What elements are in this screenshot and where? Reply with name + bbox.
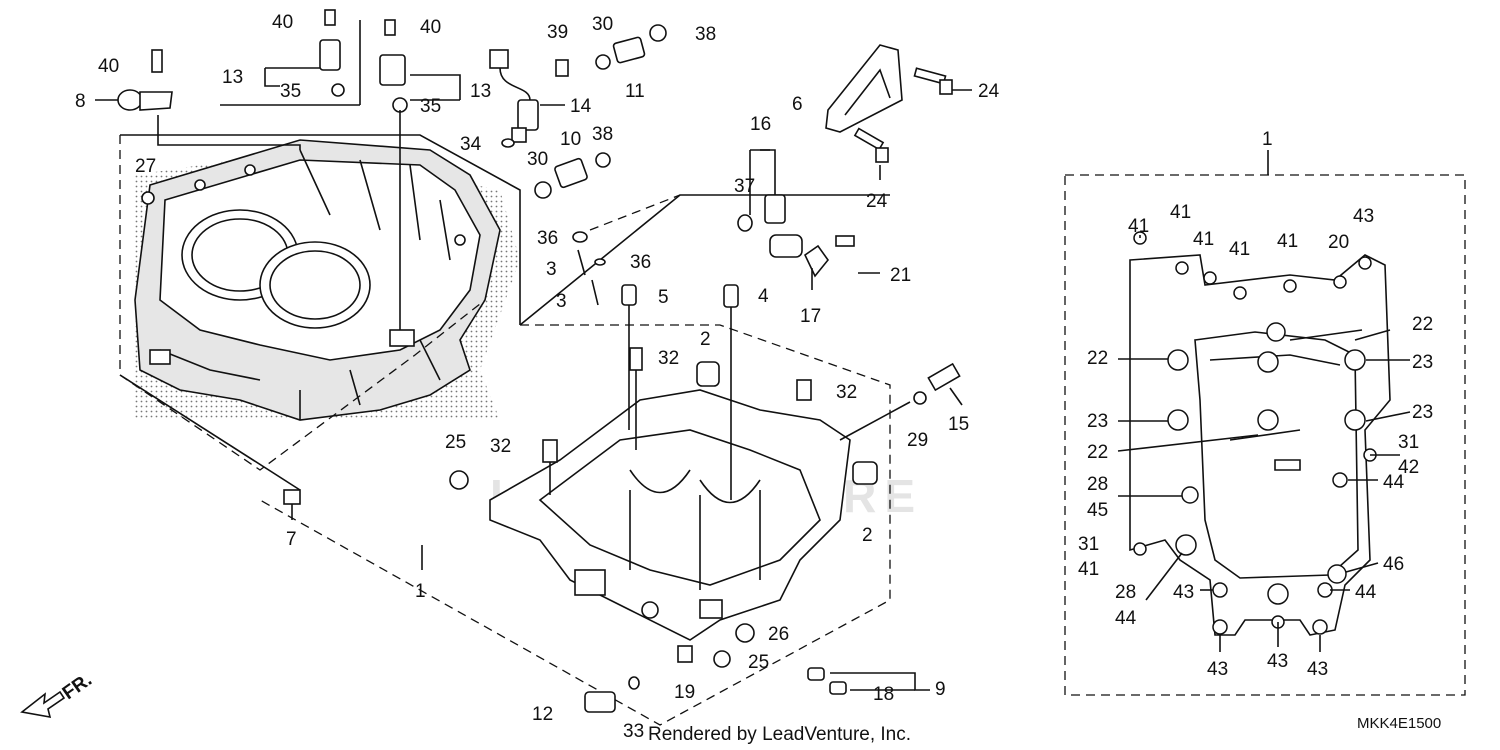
part-labels: 40 40 40 13 35 8 27 35 13 39 30 38 14 11… bbox=[59, 12, 1441, 745]
label-13b: 13 bbox=[470, 81, 491, 102]
footer-text: Rendered by LeadVenture, Inc. bbox=[648, 724, 911, 745]
label-r28b: 28 bbox=[1115, 582, 1136, 603]
label-35b: 35 bbox=[420, 96, 441, 117]
label-r31a: 31 bbox=[1398, 432, 1419, 453]
label-36b: 36 bbox=[630, 252, 651, 273]
label-r43e: 43 bbox=[1307, 659, 1328, 680]
label-14: 14 bbox=[570, 96, 592, 117]
bolt-layout-case bbox=[1129, 231, 1391, 636]
label-4: 4 bbox=[758, 286, 769, 307]
label-r43c: 43 bbox=[1207, 659, 1228, 680]
front-arrow-label: FR. bbox=[59, 669, 96, 704]
label-34: 34 bbox=[460, 134, 482, 155]
label-11: 11 bbox=[625, 81, 645, 102]
sensor-14 bbox=[489, 49, 565, 143]
label-r41a: 41 bbox=[1128, 216, 1149, 237]
label-18: 18 bbox=[873, 684, 894, 705]
label-r44b: 44 bbox=[1115, 608, 1137, 629]
label-32b: 32 bbox=[836, 382, 857, 403]
label-r28a: 28 bbox=[1087, 474, 1108, 495]
label-10: 10 bbox=[560, 129, 581, 150]
label-27: 27 bbox=[135, 156, 156, 177]
upper-crankcase bbox=[134, 139, 520, 421]
label-7: 7 bbox=[286, 529, 297, 550]
label-40a: 40 bbox=[272, 12, 293, 33]
label-39: 39 bbox=[547, 22, 568, 43]
label-3a: 3 bbox=[546, 259, 557, 280]
label-36a: 36 bbox=[537, 228, 558, 249]
diagram-code: MKK4E1500 bbox=[1357, 715, 1441, 732]
label-r20: 20 bbox=[1328, 232, 1349, 253]
label-3b: 3 bbox=[556, 291, 567, 312]
label-r44c: 44 bbox=[1355, 582, 1377, 603]
label-13a: 13 bbox=[222, 67, 243, 88]
label-35a: 35 bbox=[280, 81, 301, 102]
label-30b: 30 bbox=[527, 149, 548, 170]
label-12: 12 bbox=[532, 704, 553, 725]
label-21: 21 bbox=[890, 265, 911, 286]
label-r31b: 31 bbox=[1078, 534, 1099, 555]
label-r23b: 23 bbox=[1087, 411, 1108, 432]
label-2b: 2 bbox=[862, 525, 873, 546]
label-38a: 38 bbox=[695, 24, 716, 45]
label-1b: 1 bbox=[1262, 129, 1273, 150]
label-r41e: 41 bbox=[1277, 231, 1298, 252]
label-r22b: 22 bbox=[1087, 348, 1108, 369]
label-r42: 42 bbox=[1398, 457, 1419, 478]
label-26: 26 bbox=[768, 624, 789, 645]
label-37: 37 bbox=[734, 176, 755, 197]
label-2a: 2 bbox=[700, 329, 711, 350]
label-r41f: 41 bbox=[1078, 559, 1099, 580]
label-1a: 1 bbox=[415, 581, 426, 602]
label-32c: 32 bbox=[490, 436, 511, 457]
gasket-6 bbox=[825, 44, 903, 133]
label-38b: 38 bbox=[592, 124, 613, 145]
bolt-layout-frame bbox=[1064, 174, 1466, 696]
label-16: 16 bbox=[750, 114, 771, 135]
label-30a: 30 bbox=[592, 14, 613, 35]
label-17: 17 bbox=[800, 306, 821, 327]
label-r23a: 23 bbox=[1412, 352, 1433, 373]
label-r22a: 22 bbox=[1412, 314, 1433, 335]
label-r43a: 43 bbox=[1353, 206, 1374, 227]
label-32a: 32 bbox=[658, 348, 679, 369]
label-r23c: 23 bbox=[1412, 402, 1433, 423]
label-24b: 24 bbox=[866, 191, 888, 212]
label-r41c: 41 bbox=[1193, 229, 1214, 250]
label-33: 33 bbox=[623, 721, 644, 742]
label-r45: 45 bbox=[1087, 500, 1108, 521]
label-19: 19 bbox=[674, 682, 695, 703]
label-r46: 46 bbox=[1383, 554, 1404, 575]
label-r44a: 44 bbox=[1383, 472, 1405, 493]
label-9: 9 bbox=[935, 679, 946, 700]
label-r43d: 43 bbox=[1267, 651, 1288, 672]
label-5: 5 bbox=[658, 287, 669, 308]
bracket-8 bbox=[117, 49, 301, 150]
label-r41d: 41 bbox=[1229, 239, 1250, 260]
label-29: 29 bbox=[907, 430, 928, 451]
label-r43b: 43 bbox=[1173, 582, 1194, 603]
label-r41b: 41 bbox=[1170, 202, 1191, 223]
oil-jet-13a bbox=[319, 9, 345, 97]
front-direction-arrow bbox=[20, 690, 66, 719]
lower-crankcase bbox=[489, 389, 851, 641]
oil-jet-13b bbox=[379, 19, 408, 330]
bolt-24b bbox=[853, 127, 889, 163]
bolt-24a bbox=[913, 67, 953, 95]
label-15: 15 bbox=[948, 414, 969, 435]
label-40b: 40 bbox=[420, 17, 441, 38]
label-25b: 25 bbox=[748, 652, 769, 673]
label-6: 6 bbox=[792, 94, 803, 115]
label-8: 8 bbox=[75, 91, 86, 112]
label-40c: 40 bbox=[98, 56, 119, 77]
label-25a: 25 bbox=[445, 432, 466, 453]
label-r22c: 22 bbox=[1087, 442, 1108, 463]
label-24a: 24 bbox=[978, 81, 1000, 102]
